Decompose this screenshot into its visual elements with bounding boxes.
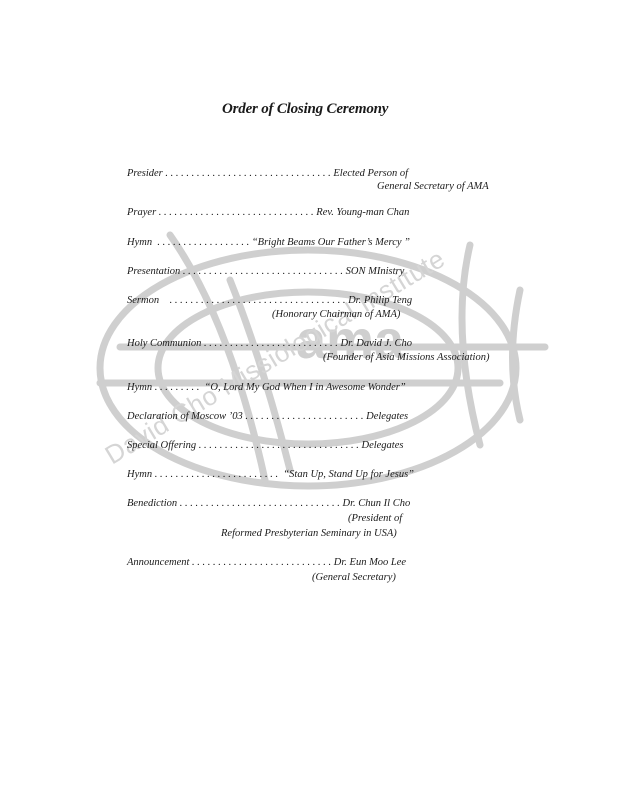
watermark-curve-left-2 [226,276,294,474]
program-line-presider: Presider . . . . . . . . . . . . . . . .… [127,168,409,179]
watermark-curve-right [458,241,484,449]
program-line-benediction-detail-2: Reformed Presbyterian Seminary in USA) [221,528,397,539]
program-line-holy-communion: Holy Communion . . . . . . . . . . . . .… [127,338,412,349]
program-line-announcement: Announcement . . . . . . . . . . . . . .… [127,557,407,568]
program-line-presider-detail: General Secretary of AMA [377,181,489,192]
program-line-special-offering: Special Offering . . . . . . . . . . . .… [127,440,404,451]
program-line-holy-communion-detail: (Founder of Asia Missions Association) [323,352,490,363]
watermark-inner-ring [154,288,462,448]
program-line-hymn-3: Hymn . . . . . . . . . . . . . . . . . .… [127,469,415,480]
program-line-benediction-detail-1: (President of [348,513,403,524]
program-line-hymn-1: Hymn . . . . . . . . . . . . . . . . . .… [127,237,410,248]
program-line-sermon-detail: (Honorary Chairman of AMA) [272,309,401,320]
program-line-hymn-2: Hymn . . . . . . . . . “O, Lord My God W… [127,382,406,393]
program-line-benediction: Benediction . . . . . . . . . . . . . . … [127,498,411,509]
watermark-curve-left [166,231,269,484]
watermark-logo: ama [296,310,405,370]
page-title: Order of Closing Ceremony [222,101,389,117]
program-line-announcement-detail: (General Secretary) [312,572,396,583]
program-line-declaration: Declaration of Moscow ’03 . . . . . . . … [127,411,409,422]
program-line-sermon: Sermon . . . . . . . . . . . . . . . . .… [127,295,413,306]
watermark-curve-right-2 [509,286,524,424]
program-line-presentation: Presentation . . . . . . . . . . . . . .… [127,266,405,277]
program-line-prayer: Prayer . . . . . . . . . . . . . . . . .… [127,207,410,218]
